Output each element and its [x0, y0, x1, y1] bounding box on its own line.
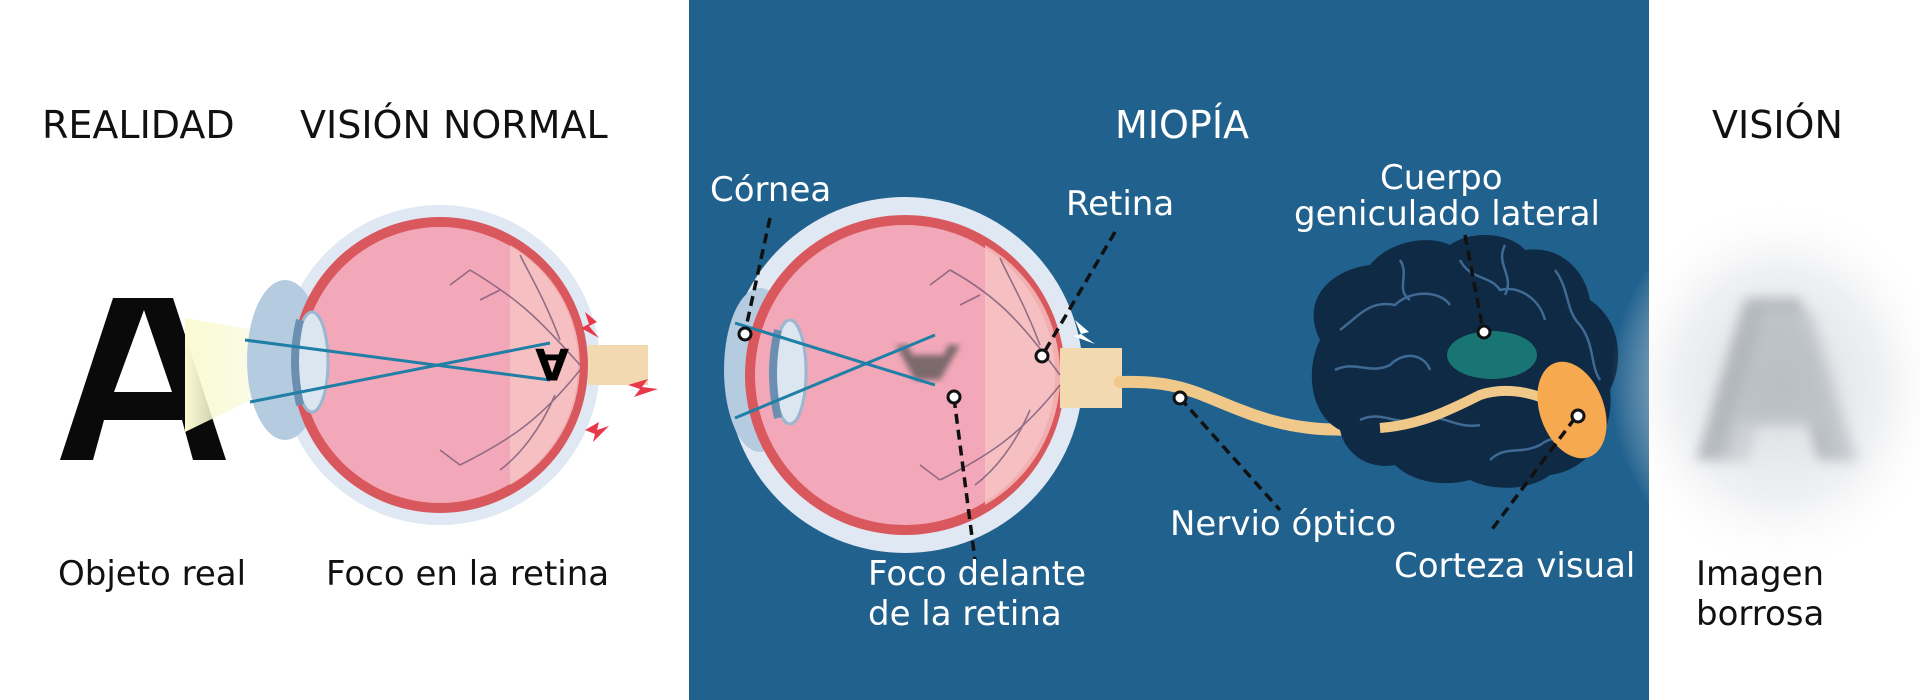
myopia-eye	[724, 197, 1122, 553]
myopia-title: MIOPÍA	[1115, 103, 1250, 147]
retina-image-letter: A	[535, 337, 570, 389]
normal-caption: Foco en la retina	[326, 554, 610, 594]
focus-label-line1: Foco delante	[868, 554, 1087, 594]
normal-vision-title: VISIÓN NORMAL	[300, 103, 608, 147]
lgn-label-line2: geniculado lateral	[1294, 194, 1600, 234]
optic-nerve	[1114, 375, 1386, 436]
cornea-label: Córnea	[710, 170, 832, 210]
focus-label-line2: de la retina	[868, 594, 1062, 634]
vision-caption-line1: Imagen	[1696, 554, 1825, 594]
blurred-image	[1610, 195, 1920, 575]
lgn-label-line1: Cuerpo	[1380, 158, 1503, 198]
lgn-region	[1447, 331, 1537, 379]
vision-caption-line2: borrosa	[1696, 594, 1825, 634]
reality-caption: Objeto real	[58, 554, 247, 594]
leader-dots	[737, 324, 1586, 424]
leader-lines	[743, 217, 1577, 561]
reality-title: REALIDAD	[42, 103, 235, 147]
vision-title: VISIÓN	[1712, 103, 1843, 147]
normal-eye	[244, 205, 658, 525]
brain	[1311, 234, 1619, 488]
optic-nerve-label: Nervio óptico	[1170, 504, 1397, 544]
object-letter-a	[60, 298, 226, 460]
light-beam	[185, 318, 255, 432]
visual-cortex-label: Corteza visual	[1394, 546, 1636, 586]
retina-label: Retina	[1066, 184, 1175, 224]
visual-cortex-region	[1537, 361, 1607, 459]
